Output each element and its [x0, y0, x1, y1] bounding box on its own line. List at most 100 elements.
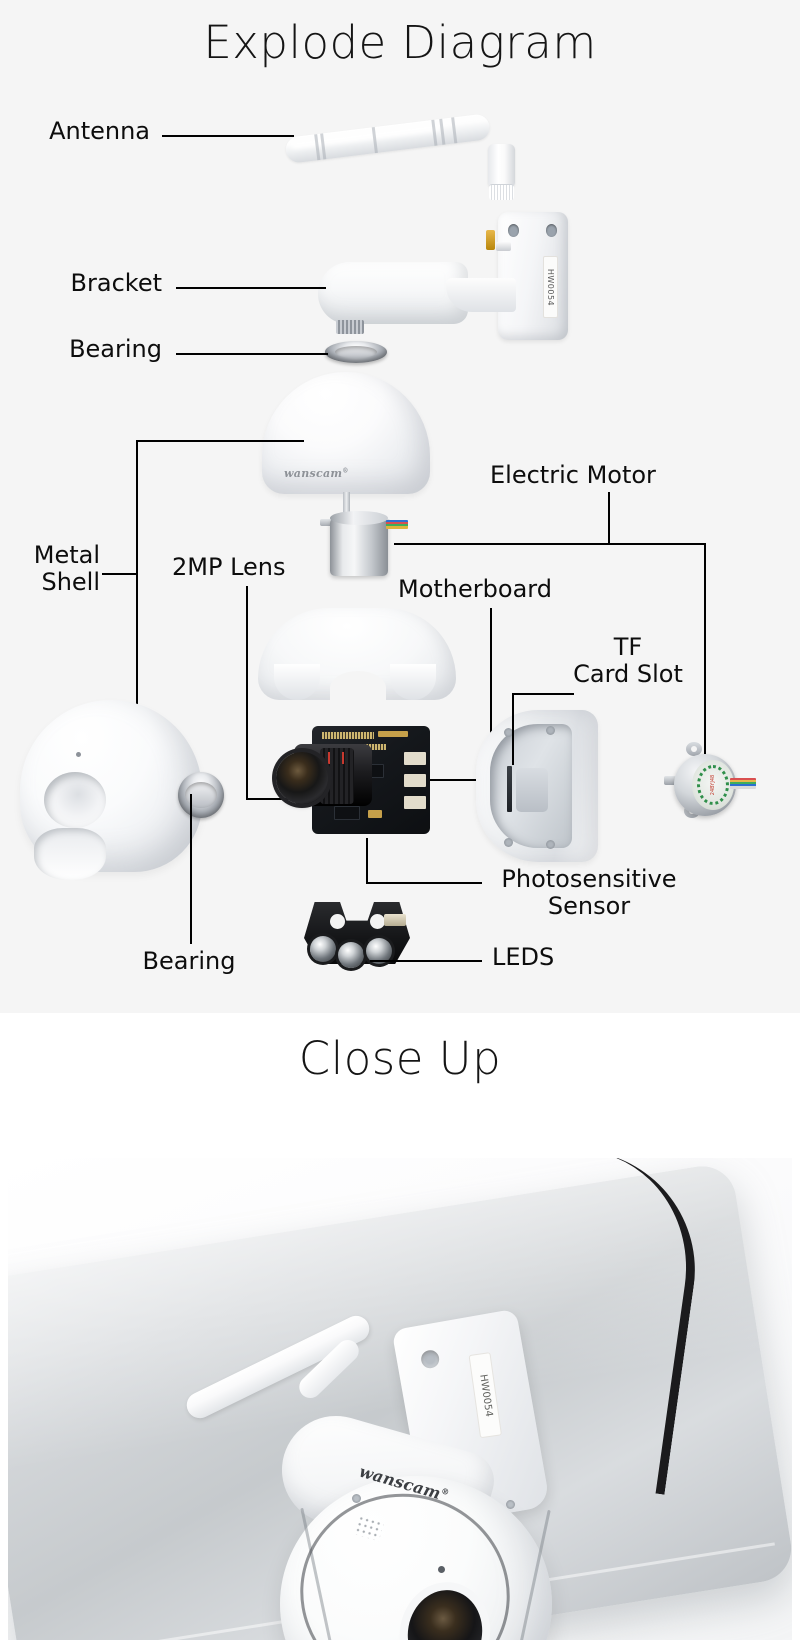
leader-tf-card-vertical [512, 693, 514, 765]
leader-photosensitive-vertical [366, 838, 368, 884]
led-board-connector [384, 914, 406, 926]
closeup-dome-screw [352, 1494, 361, 1503]
inner-frame-wing [274, 664, 320, 700]
closeup-bracket-sticker-text: HW0054 [476, 1373, 494, 1418]
leader-bearing-bottom-vertical [190, 794, 192, 944]
led-board-hole [370, 914, 385, 929]
explode-diagram-section: Explode Diagram Antenna HW0054 [0, 0, 800, 1013]
led-board-hole [330, 914, 345, 929]
bracket-arm [318, 262, 516, 324]
pcb-pin-header [322, 732, 374, 739]
leader-bracket [176, 287, 326, 289]
stepper-wire-harness [730, 778, 756, 789]
antenna-ring [431, 119, 438, 146]
leader-electric-motor-horizontal [394, 543, 610, 545]
shell-lens-aperture [44, 772, 106, 828]
label-leds: LEDS [492, 943, 555, 971]
leader-leds [370, 960, 482, 962]
antenna-ring [439, 118, 446, 145]
bracket-model-text: HW0054 [546, 268, 556, 306]
antenna-knurled-nut [489, 184, 514, 200]
closeup-bracket-sticker: HW0054 [468, 1352, 502, 1439]
lens-front-element [276, 752, 328, 804]
leader-metal-shell-vertical [136, 440, 138, 760]
dome-motor-shaft [343, 492, 350, 518]
camera-module-part [266, 722, 446, 852]
dome-brand-logo: wanscam® [284, 467, 349, 480]
bracket-part: HW0054 [318, 212, 606, 352]
leader-motherboard-horizontal [410, 779, 492, 781]
leader-stepper-vertical [704, 543, 706, 773]
label-metal-shell: Metal Shell [33, 541, 100, 596]
dome-brand-reg: ® [342, 467, 349, 475]
closeup-bracket-hole [419, 1348, 441, 1370]
housing-screw-post [504, 838, 513, 847]
pcb-chip [334, 806, 360, 820]
antenna-rod [284, 113, 492, 164]
bracket-gold-connector [486, 230, 495, 250]
antenna-part [284, 108, 536, 200]
antenna-ring [371, 127, 378, 154]
shell-pinhole [76, 752, 81, 757]
label-bracket: Bracket [70, 269, 162, 297]
leader-2mp-lens-horizontal [246, 798, 308, 800]
ir-led [310, 936, 336, 962]
closeup-product-photo: HW0054 wanscam® [8, 1158, 792, 1640]
leader-antenna [162, 135, 294, 137]
bracket-model-sticker: HW0054 [543, 256, 558, 318]
leader-metal-shell-stub [102, 573, 138, 575]
antenna-ring [320, 133, 327, 160]
label-2mp-lens: 2MP Lens [172, 553, 286, 581]
pcb-connector [404, 796, 426, 809]
pcb-connector [404, 774, 426, 787]
bearing-top-part [325, 341, 387, 363]
bracket-mount-hole [508, 224, 519, 237]
led-board-part [304, 902, 424, 982]
stepper-motor-body: 24BYJ48 [674, 754, 736, 816]
inner-frame-part [258, 608, 468, 705]
stepper-mount-ear [686, 742, 702, 756]
label-electric-motor: Electric Motor [490, 461, 656, 489]
housing-screw-post [546, 726, 555, 735]
pcb-gold-pad [368, 810, 382, 818]
motor-mount-tab [320, 519, 334, 526]
dome-shell-part: wanscam® [262, 372, 462, 522]
leader-metal-shell-to-dome [136, 440, 304, 442]
lens-index-mark [342, 752, 344, 764]
label-bearing-top: Bearing [69, 335, 162, 363]
ir-led [338, 942, 364, 968]
leader-stepper-horizontal [608, 543, 706, 545]
bracket-shaft-spline [336, 320, 364, 334]
dome-brand-text: wanscam [284, 467, 343, 480]
antenna-base [488, 144, 515, 188]
stepper-output-shaft [664, 776, 678, 785]
stepper-label-face: 24BYJ48 [692, 760, 734, 810]
leader-electric-motor-vertical [608, 492, 610, 544]
lens-index-mark [328, 752, 330, 764]
explode-diagram-title: Explode Diagram [203, 16, 597, 69]
housing-boss [516, 768, 548, 812]
inner-frame-wing [390, 664, 436, 700]
bracket-mount-hole [546, 224, 557, 237]
metal-shell-part [20, 700, 250, 880]
bearing-bottom-part [178, 772, 224, 818]
leader-tf-card-horizontal [512, 693, 574, 695]
label-antenna: Antenna [49, 117, 150, 145]
shell-led-aperture [34, 828, 106, 880]
bracket-cable-gland [496, 242, 511, 251]
antenna-ring [451, 117, 458, 144]
closeup-title: Close Up [298, 1032, 502, 1085]
back-housing-body [476, 710, 598, 862]
label-tf-card-slot: TF Card Slot [573, 633, 683, 688]
label-bearing-bottom: Bearing [142, 947, 236, 975]
leader-photosensitive-horizontal [366, 882, 482, 884]
inner-frame-cutout [330, 671, 386, 705]
pcb-gold-pad [378, 731, 408, 737]
leader-motherboard-vertical [490, 608, 492, 780]
label-motherboard: Motherboard [398, 575, 552, 603]
motor-wire-harness [386, 520, 408, 529]
tf-card-slot [507, 766, 512, 812]
closeup-section: Close Up HW0054 wanscam® [0, 1013, 800, 1648]
stepper-label-text: 24BYJ48 [710, 774, 716, 796]
